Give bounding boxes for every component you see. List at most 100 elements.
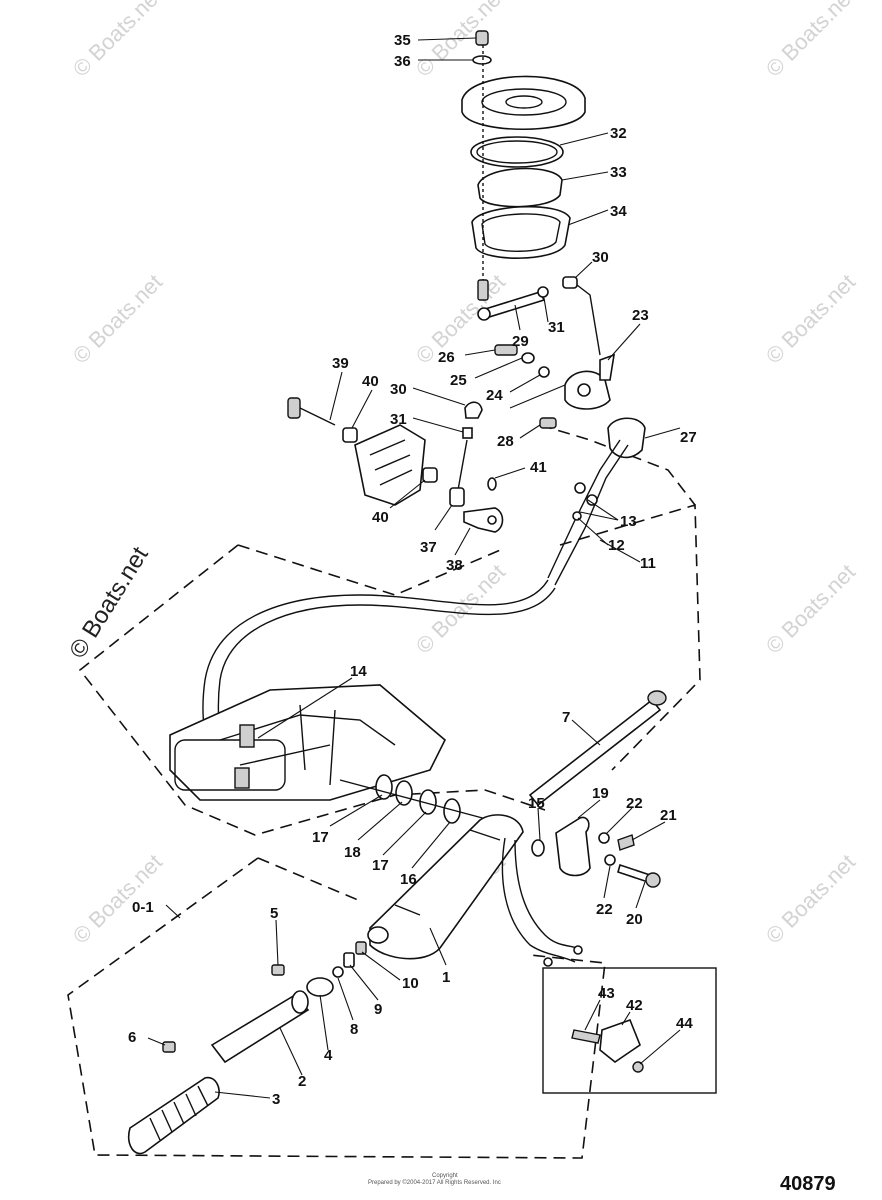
callout-31-upper: 31 xyxy=(548,319,565,336)
callout-44: 44 xyxy=(676,1015,693,1032)
callout-28: 28 xyxy=(497,433,514,450)
block-42-part xyxy=(599,1018,641,1063)
callout-labels: 35 36 32 33 34 30 29 31 23 26 25 24 30 3… xyxy=(128,32,697,1108)
watermark-center-right: © Boats.net xyxy=(761,559,860,658)
cover-plate-hub xyxy=(505,95,543,109)
callout-14: 14 xyxy=(350,663,367,680)
bolt-39-part xyxy=(287,397,301,419)
collar-4-part xyxy=(306,977,334,997)
leader-40-upper xyxy=(351,389,373,429)
knob-10-part xyxy=(355,941,367,955)
gasket-34-inner xyxy=(481,213,561,252)
callout-6: 6 xyxy=(128,1029,136,1046)
copyright-line-2: Prepared by ©2004-2017 All Rights Reserv… xyxy=(368,1179,501,1186)
mount-bracket-detail xyxy=(369,439,413,486)
watermark-layer: © Boats.net © Boats.net © Boats.net © Bo… xyxy=(64,0,860,949)
watermark-top-right: © Boats.net xyxy=(761,0,860,82)
bolt-20-head xyxy=(645,872,661,888)
cable-assembly-outline xyxy=(78,544,546,836)
callout-17-left: 17 xyxy=(312,829,329,846)
leader-15 xyxy=(537,807,541,841)
leader-17-left xyxy=(329,794,383,827)
cable-loop-inner xyxy=(217,587,556,766)
callout-36: 36 xyxy=(394,53,411,70)
cable-upper-run-2 xyxy=(554,444,629,586)
leader-23 xyxy=(607,323,641,361)
leader-31-upper xyxy=(543,297,549,323)
callout-40-upper: 40 xyxy=(362,373,379,390)
callout-20: 20 xyxy=(626,911,643,928)
bushing-8-part xyxy=(332,966,344,978)
leader-1 xyxy=(429,927,447,966)
leader-7 xyxy=(571,719,601,746)
leader-44 xyxy=(639,1029,681,1065)
leader-8 xyxy=(337,977,354,1021)
bracket-27-part xyxy=(607,417,646,459)
leader-20 xyxy=(635,881,646,909)
callout-25: 25 xyxy=(450,372,467,389)
callout-16: 16 xyxy=(400,871,417,888)
callout-8: 8 xyxy=(350,1021,358,1038)
watermark-mid-right: © Boats.net xyxy=(761,269,860,368)
callout-33: 33 xyxy=(610,164,627,181)
inset-box xyxy=(542,967,717,1094)
cable-ferrule-a xyxy=(574,482,586,494)
cable-upper-run xyxy=(547,439,621,579)
callout-27: 27 xyxy=(680,429,697,446)
leader-4 xyxy=(319,994,329,1051)
cable-assembly-outline-right xyxy=(559,503,701,771)
callout-35: 35 xyxy=(394,32,411,49)
leader-24-b xyxy=(509,384,566,409)
callout-13: 13 xyxy=(620,513,637,530)
wire-terminal-a xyxy=(573,945,583,955)
leader-11 xyxy=(599,539,641,563)
callout-9: 9 xyxy=(374,1001,382,1018)
cover-assembly xyxy=(461,30,586,300)
washer-25-part xyxy=(521,352,535,364)
callout-19: 19 xyxy=(592,785,609,802)
watermark-top-center: © Boats.net xyxy=(411,0,510,82)
shaft-parts xyxy=(339,690,667,857)
leader-13-b xyxy=(579,511,619,521)
callout-37: 37 xyxy=(420,539,437,556)
cable-ferrule-c xyxy=(572,511,582,521)
cable-loop-outer xyxy=(202,579,549,766)
callout-31-lower: 31 xyxy=(390,411,407,428)
linkage-assembly xyxy=(287,276,646,586)
bolt-39-shank xyxy=(299,407,336,426)
callout-01: 0-1 xyxy=(132,899,154,916)
callout-42: 42 xyxy=(626,997,643,1014)
washer-17-left-part xyxy=(375,774,393,800)
leader-6 xyxy=(147,1037,166,1046)
tiller-handle-outline xyxy=(67,857,606,1159)
rod-29-eye xyxy=(477,307,491,321)
leader-32 xyxy=(559,132,609,146)
assembly-outlines xyxy=(67,424,717,1159)
mount-block-b xyxy=(234,767,250,789)
callout-2: 2 xyxy=(298,1073,306,1090)
callout-26: 26 xyxy=(438,349,455,366)
tiller-arm-1-end xyxy=(367,926,389,944)
leader-30-upper xyxy=(574,261,593,279)
grip-3-ridges xyxy=(149,1085,209,1141)
clevis-37-part xyxy=(449,487,465,507)
leader-31-lower xyxy=(412,417,464,433)
bracket-19-part xyxy=(555,816,591,877)
link-outline xyxy=(539,424,696,506)
tiller-pivot-shaft xyxy=(339,779,491,821)
seal-ring-32-inner xyxy=(476,140,558,164)
screw-6-part xyxy=(162,1041,176,1053)
nut-31-lower-part xyxy=(462,427,473,439)
leader-30-lower xyxy=(412,387,466,406)
washer-22-lower-part xyxy=(604,854,616,866)
screw-43-part xyxy=(571,1029,601,1044)
bushing-40-upper-part xyxy=(342,427,358,443)
leader-17-right xyxy=(382,811,427,856)
callout-18: 18 xyxy=(344,844,361,861)
leader-33 xyxy=(561,171,609,181)
grip-3-part xyxy=(127,1076,220,1155)
callout-43: 43 xyxy=(598,985,615,1002)
callout-21: 21 xyxy=(660,807,677,824)
mount-block-a xyxy=(239,724,255,748)
